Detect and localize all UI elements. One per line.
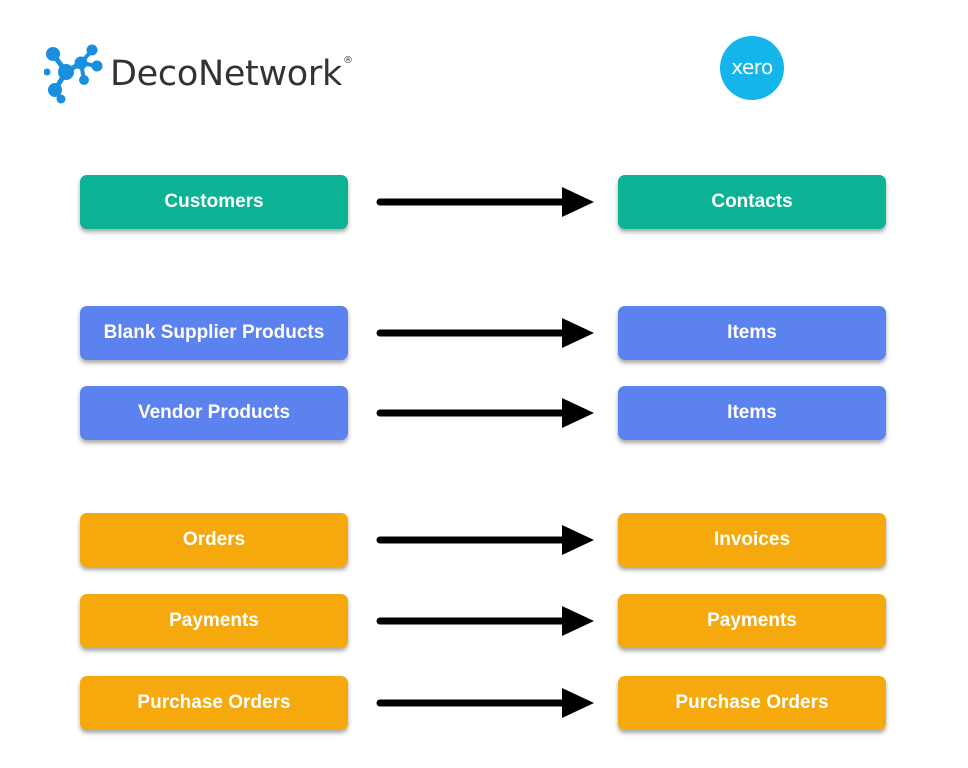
- target-box: Contacts: [618, 175, 886, 229]
- arrow-right-icon: [376, 688, 594, 718]
- xero-logo: xero: [720, 36, 784, 100]
- target-box: Invoices: [618, 513, 886, 567]
- arrow-right-icon: [376, 187, 594, 217]
- source-box: Orders: [80, 513, 348, 567]
- source-box: Customers: [80, 175, 348, 229]
- arrow-right-icon: [376, 398, 594, 428]
- target-box: Items: [618, 306, 886, 360]
- source-box: Blank Supplier Products: [80, 306, 348, 360]
- target-box: Items: [618, 386, 886, 440]
- target-box: Payments: [618, 594, 886, 648]
- deconetwork-molecule-icon: [44, 44, 103, 104]
- xero-wordmark: xero: [731, 55, 773, 79]
- deconetwork-wordmark: DecoNetwork: [110, 53, 342, 94]
- source-box: Purchase Orders: [80, 676, 348, 730]
- arrow-right-icon: [376, 606, 594, 636]
- registered-mark: ®: [342, 54, 353, 66]
- deconetwork-logo: DecoNetwork ®: [44, 42, 353, 104]
- source-box: Payments: [80, 594, 348, 648]
- arrow-right-icon: [376, 318, 594, 348]
- arrow-right-icon: [376, 525, 594, 555]
- source-box: Vendor Products: [80, 386, 348, 440]
- target-box: Purchase Orders: [618, 676, 886, 730]
